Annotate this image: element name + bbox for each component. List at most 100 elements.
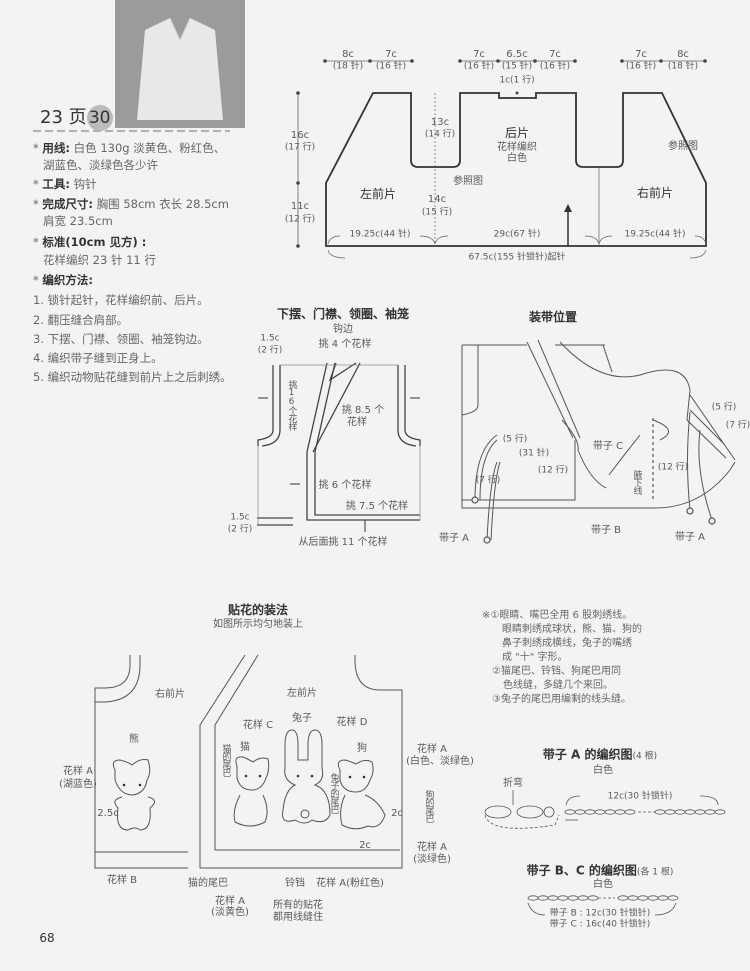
pick-label: 挑 8.5 个	[341, 405, 385, 416]
label: (淡黄色)	[211, 907, 249, 918]
pick-label: 挑 4 个花样	[318, 339, 372, 350]
note-line: 眼睛刺绣成球状，熊、猫、狗的	[502, 624, 642, 635]
chain-stitch	[587, 895, 599, 901]
step: 5. 编织动物贴花缝到前片上之后刺绣。	[33, 370, 232, 384]
pick-label: 挑 6 个花样	[318, 480, 372, 491]
label: 2c	[391, 808, 403, 819]
label: 所有的贴花	[273, 900, 323, 911]
note-line: 成 "十" 字形。	[502, 652, 568, 663]
right-front-label: 右前片	[636, 186, 674, 200]
dim: 14c	[427, 194, 447, 205]
chain-stitch	[604, 809, 616, 815]
dim: (2 行)	[257, 345, 283, 356]
dim: 6.5c	[506, 49, 528, 60]
width-dim: 19.25c(44 针)	[624, 229, 686, 240]
chain-stitch	[577, 895, 589, 901]
back-color: 白色	[507, 153, 527, 164]
size-value2: 肩宽 23.5cm	[43, 214, 113, 228]
bear	[112, 759, 155, 831]
yarn-value: 白色 130g 淡黄色、粉红色、	[73, 141, 226, 155]
tie-a-length: 12c(30 针锁针)	[607, 791, 673, 802]
applique-subtitle: 如图所示均匀地装上	[213, 619, 303, 630]
label: 猫的尾巴	[188, 878, 228, 889]
dim: 16c	[290, 130, 310, 141]
step: 4. 编织带子缝到正身上。	[33, 351, 163, 365]
chain-stitch	[637, 895, 649, 901]
dim: (16 针)	[625, 61, 657, 72]
label: (湖蓝色)	[59, 779, 97, 790]
label: 花样 C	[242, 720, 274, 731]
label: 2.5c	[97, 808, 119, 819]
note-line: ③兔子的尾巴用编剩的线头缝。	[492, 694, 631, 705]
dim: 7c	[549, 49, 561, 60]
chain-stitch	[714, 809, 726, 815]
chain-stitch	[614, 809, 626, 815]
pick-label: 从后面挑 11 个花样	[298, 537, 388, 548]
label: 猫	[240, 742, 250, 753]
dim: 11c	[290, 201, 310, 212]
tie-a-color: 白色	[593, 765, 613, 776]
label: 兔子	[292, 713, 312, 724]
width-dim: 19.25c(44 针)	[349, 229, 411, 240]
spec-gauge: * 标准(10cm 见方) :	[33, 235, 147, 249]
dim: (16 针)	[539, 61, 571, 72]
page-number: 68	[39, 931, 55, 945]
dim: (31 针)	[518, 448, 550, 459]
chain-stitch	[547, 895, 559, 901]
chain-stitch	[624, 809, 636, 815]
dim: 7c	[473, 49, 485, 60]
dim: (12 行)	[284, 214, 316, 225]
dim: 1.5c	[230, 512, 250, 523]
tie-a-label: 带子 A	[674, 532, 706, 543]
label: 花样 A	[416, 744, 448, 755]
chain-stitch	[684, 809, 696, 815]
label: 花样 A	[214, 896, 246, 907]
tie-b-label: 带子 B	[590, 525, 622, 536]
size-value: 胸围 58cm 衣长 28.5cm	[96, 197, 229, 211]
see-figure-note: 参照图	[453, 176, 483, 187]
spec-method: * 编织方法:	[33, 273, 94, 287]
total-width: 67.5c(155 针锁针)起针	[468, 252, 566, 263]
dim: (15 行)	[421, 207, 453, 218]
tie-bc-title-text: 带子 B、C 的编织图	[526, 863, 637, 878]
label: 花样 B	[106, 875, 138, 886]
tie-bc-title: 带子 B、C 的编织图(各 1 根)	[527, 865, 674, 878]
width-dim: 29c(67 针)	[493, 229, 541, 240]
neck-dim: 1c(1 行)	[499, 75, 535, 86]
dim: (12 行)	[537, 465, 569, 476]
tool-value: 钩针	[73, 177, 97, 191]
chain-stitch	[657, 895, 669, 901]
chain-stitch	[647, 895, 659, 901]
step: 2. 翻压缝合肩部。	[33, 313, 129, 327]
label: 铃铛	[285, 878, 305, 889]
chain-stitch	[564, 809, 576, 815]
dim: 1.5c	[260, 333, 280, 344]
dim: (7 行)	[475, 475, 501, 486]
dim: (12 行)	[657, 462, 689, 473]
chain-stitch	[667, 895, 679, 901]
tie-a-title-text: 带子 A 的编织图	[542, 747, 633, 762]
spec-size: * 完成尺寸: 胸围 58cm 衣长 28.5cm	[33, 197, 229, 211]
chain-stitch	[574, 809, 586, 815]
chain-stitch	[627, 895, 639, 901]
size-label: 完成尺寸:	[42, 197, 94, 211]
edging-title: 下摆、门襟、领圈、袖笼	[276, 307, 410, 321]
chain-stitch	[584, 809, 596, 815]
label: 熊	[129, 734, 139, 745]
chain-stitch	[537, 895, 549, 901]
pick-label: 挑 7.5 个花样	[345, 501, 409, 512]
left-front-label: 左前片	[359, 187, 397, 201]
edge-label: 钩边	[333, 324, 353, 335]
dim: (15 针)	[501, 61, 533, 72]
tie-c-length: 带子 C : 16c(40 针锁针)	[549, 919, 651, 930]
chain-stitch	[617, 895, 629, 901]
dim: (18 针)	[667, 61, 699, 72]
label: 兔子的尾巴	[328, 773, 339, 813]
dim: (16 针)	[375, 61, 407, 72]
step: 1. 锁针起针，花样编织前、后片。	[33, 293, 209, 307]
underarm-label: 腋下线	[631, 470, 642, 494]
chain-stitch	[704, 809, 716, 815]
spec-tool: * 工具: 钩针	[33, 177, 97, 191]
